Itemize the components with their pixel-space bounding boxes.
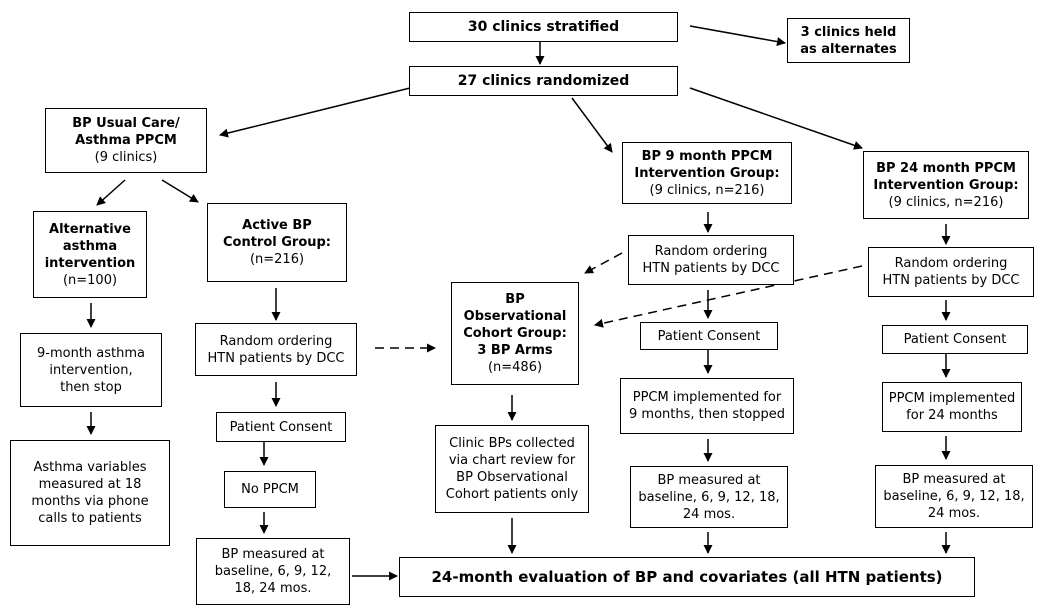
- active-bp-line: Control Group:: [222, 235, 332, 250]
- box-alternates: 3 clinics held as alternates: [787, 18, 910, 63]
- observational-line: Observational: [463, 309, 567, 324]
- bp-active-line: 18, 24 mos.: [234, 581, 312, 596]
- arrow-randomized-to-pp24: [689, 87, 863, 150]
- arrow-usual-to-alt: [96, 179, 126, 206]
- bp24-line: baseline, 6, 9, 12, 18,: [883, 489, 1025, 504]
- asthma-vars-line: calls to patients: [38, 511, 142, 526]
- arrow-randomized-to-pp9: [571, 97, 613, 153]
- bp9-line: BP measured at: [657, 472, 761, 488]
- impl9-line: 9 months, then stopped: [629, 407, 785, 422]
- box-usual-care: BP Usual Care/ Asthma PPCM (9 clinics): [45, 108, 207, 173]
- arrow-randomized-to-usual-care: [219, 87, 411, 138]
- asthma-vars-line: Asthma variables: [33, 460, 147, 475]
- random-active-line: HTN patients by DCC: [207, 350, 345, 366]
- clinic-bps-line: via chart review for: [448, 453, 576, 468]
- alternates-line: 3 clinics held: [800, 24, 897, 40]
- box-alternative-asthma: Alternative asthma intervention (n=100): [33, 211, 147, 298]
- pp9-line: BP 9 month PPCM: [641, 148, 773, 164]
- box-random-ordering-9: Random ordering HTN patients by DCC: [628, 235, 794, 285]
- alternates-line: as alternates: [800, 41, 897, 57]
- observational-line: BP: [505, 292, 525, 307]
- arrow-usual-to-active: [161, 179, 199, 203]
- usual-care-line: BP Usual Care/: [72, 116, 180, 131]
- asthma-vars-line: months via phone: [31, 494, 149, 509]
- clinic-bps-line: Cohort patients only: [445, 487, 579, 502]
- randomized-label: 27 clinics randomized: [457, 72, 630, 89]
- bp24-line: BP measured at: [902, 472, 1006, 487]
- pp24-count: (9 clinics, n=216): [888, 194, 1004, 210]
- pp9-line: Intervention Group:: [634, 165, 780, 181]
- bp-active-line: BP measured at: [221, 547, 325, 562]
- observational-line: Cohort Group:: [463, 326, 567, 341]
- box-patient-consent-24: Patient Consent: [882, 325, 1028, 354]
- random24-line: Random ordering: [894, 256, 1008, 271]
- box-bp-measured-active: BP measured at baseline, 6, 9, 12, 18, 2…: [196, 538, 350, 605]
- clinic-bps-line: BP Observational: [456, 470, 568, 485]
- box-ppcm-implemented-24: PPCM implemented for 24 months: [882, 382, 1022, 432]
- alt-asthma-line: Alternative: [49, 221, 131, 237]
- box-no-ppcm: No PPCM: [224, 471, 316, 508]
- box-24-month-evaluation: 24-month evaluation of BP and covariates…: [399, 557, 975, 597]
- box-bp-measured-9: BP measured at baseline, 6, 9, 12, 18, 2…: [630, 466, 788, 528]
- consent9-label: Patient Consent: [657, 328, 761, 344]
- box-24-month-ppcm: BP 24 month PPCM Intervention Group: (9 …: [863, 151, 1029, 219]
- asthma9-line: then stop: [60, 379, 122, 395]
- box-30-clinics-stratified: 30 clinics stratified: [409, 12, 678, 42]
- random-active-line: Random ordering: [219, 333, 333, 349]
- box-random-ordering-active: Random ordering HTN patients by DCC: [195, 323, 357, 376]
- impl24-line: for 24 months: [906, 408, 998, 423]
- clinic-bps-line: Clinic BPs collected: [449, 436, 575, 451]
- bp9-line: 24 mos.: [682, 506, 736, 522]
- box-asthma-variables: Asthma variables measured at 18 months v…: [10, 440, 170, 546]
- alt-asthma-count: (n=100): [62, 272, 118, 288]
- random9-line: Random ordering: [654, 244, 768, 259]
- consent24-label: Patient Consent: [903, 332, 1007, 347]
- box-patient-consent-active: Patient Consent: [216, 412, 346, 442]
- random9-line: HTN patients by DCC: [642, 261, 780, 276]
- asthma-vars-line: measured at 18: [38, 477, 142, 492]
- active-bp-count: (n=216): [249, 252, 305, 267]
- box-9-month-asthma: 9-month asthma intervention, then stop: [20, 333, 162, 407]
- box-patient-consent-9: Patient Consent: [640, 322, 778, 350]
- box-9-month-ppcm: BP 9 month PPCM Intervention Group: (9 c…: [622, 142, 792, 204]
- impl9-line: PPCM implemented for: [632, 390, 782, 405]
- impl24-line: PPCM implemented: [888, 391, 1016, 406]
- box-bp-measured-24: BP measured at baseline, 6, 9, 12, 18, 2…: [875, 465, 1033, 528]
- usual-care-line: Asthma PPCM: [75, 133, 177, 148]
- box-active-bp-control: Active BP Control Group: (n=216): [207, 203, 347, 282]
- asthma9-line: intervention,: [49, 362, 133, 378]
- alt-asthma-line: intervention: [44, 255, 136, 271]
- bp-active-line: baseline, 6, 9, 12,: [214, 564, 332, 579]
- active-bp-line: Active BP: [242, 218, 312, 233]
- observational-count: (n=486): [487, 360, 543, 375]
- box-27-clinics-randomized: 27 clinics randomized: [409, 66, 678, 96]
- evaluation-label: 24-month evaluation of BP and covariates…: [431, 567, 943, 586]
- random24-line: HTN patients by DCC: [882, 273, 1020, 288]
- pp24-line: BP 24 month PPCM: [876, 160, 1016, 176]
- alt-asthma-line: asthma: [62, 238, 118, 254]
- box-ppcm-implemented-9: PPCM implemented for 9 months, then stop…: [620, 378, 794, 434]
- observational-line: 3 BP Arms: [477, 343, 553, 358]
- box-clinic-bps: Clinic BPs collected via chart review fo…: [435, 425, 589, 513]
- usual-care-count: (9 clinics): [94, 150, 158, 165]
- no-ppcm-label: No PPCM: [241, 482, 299, 497]
- bp9-line: baseline, 6, 9, 12, 18,: [638, 489, 780, 505]
- pp24-line: Intervention Group:: [873, 177, 1019, 193]
- pp9-count: (9 clinics, n=216): [649, 182, 765, 198]
- stratified-label: 30 clinics stratified: [467, 18, 620, 35]
- dashed-arrow-random9-to-obs: [584, 252, 623, 274]
- box-observational-cohort: BP Observational Cohort Group: 3 BP Arms…: [451, 282, 579, 385]
- arrow-stratified-to-alternates: [689, 25, 786, 47]
- asthma9-line: 9-month asthma: [37, 345, 145, 361]
- bp24-line: 24 mos.: [927, 506, 981, 521]
- box-random-ordering-24: Random ordering HTN patients by DCC: [868, 247, 1034, 297]
- consent-active-label: Patient Consent: [229, 419, 333, 435]
